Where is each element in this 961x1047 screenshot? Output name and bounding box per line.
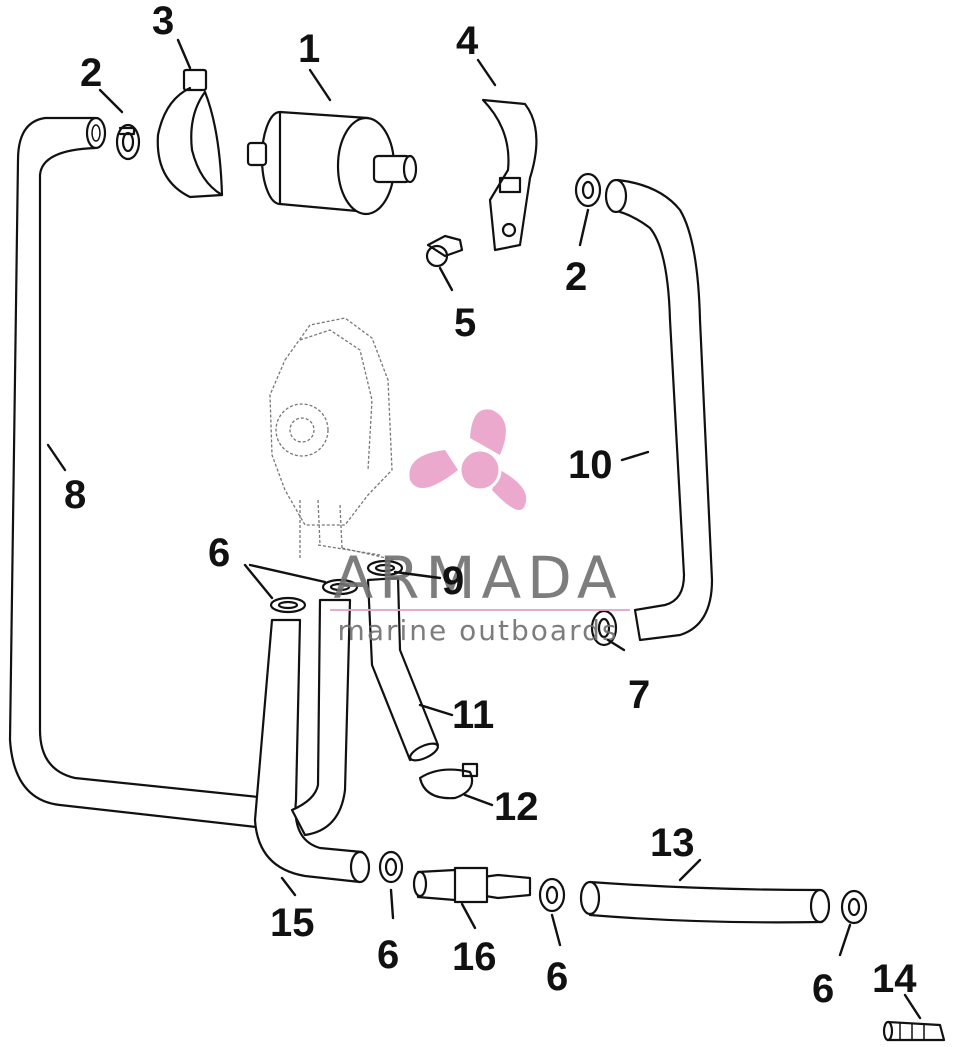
hose-11	[366, 576, 440, 762]
clamp-2-left	[115, 123, 141, 161]
callout-7: 7	[628, 673, 650, 717]
clamps-6-9-group	[269, 559, 404, 614]
callout-11: 11	[452, 693, 494, 737]
hose-13	[579, 880, 831, 924]
watermark-brand: ARMADA	[333, 544, 622, 612]
hose-10	[604, 178, 714, 642]
callout-9: 9	[442, 559, 464, 603]
watermark-tagline: marine outboards	[338, 614, 619, 647]
clamp-12	[418, 762, 479, 800]
callout-6-pump: 6	[208, 531, 230, 575]
callout-4: 4	[456, 19, 479, 63]
callout-8: 8	[64, 473, 86, 517]
callout-2-left: 2	[80, 51, 102, 95]
fitting-14	[882, 1020, 946, 1042]
callout-5: 5	[454, 301, 476, 345]
callout-6-bottom-3: 6	[812, 967, 834, 1011]
callout-13: 13	[650, 821, 695, 865]
callout-1: 1	[298, 27, 320, 71]
fuel-filter-1	[246, 110, 418, 216]
connector-16	[412, 866, 532, 904]
callout-2-right: 2	[565, 255, 587, 299]
callout-12: 12	[494, 785, 539, 829]
hose-15	[253, 598, 371, 884]
callout-6-bottom-2: 6	[546, 955, 568, 999]
clamp-6-bottom-1	[378, 850, 404, 884]
hose-8	[8, 116, 270, 830]
callout-3: 3	[152, 0, 174, 43]
callout-14: 14	[872, 957, 917, 1001]
strap-3	[156, 68, 224, 199]
clamp-6-bottom-3	[840, 889, 868, 925]
bracket-4	[481, 98, 538, 252]
fuel-pump-assembly	[269, 317, 396, 561]
screw-5	[425, 234, 464, 268]
callout-numbers: 1 2 3 4 5 2 10 8 6 9 7 11 12 13 15 6 16 …	[64, 0, 917, 1011]
callout-15: 15	[270, 901, 315, 945]
callout-10: 10	[568, 443, 613, 487]
callout-16: 16	[452, 935, 497, 979]
propeller-logo-icon	[409, 409, 527, 510]
watermark: ARMADA marine outboards	[330, 409, 630, 647]
clamp-6-bottom-2	[538, 877, 566, 913]
leader-lines	[46, 38, 922, 1020]
callout-6-bottom-1: 6	[377, 933, 399, 977]
clamp-2-right	[574, 172, 602, 208]
